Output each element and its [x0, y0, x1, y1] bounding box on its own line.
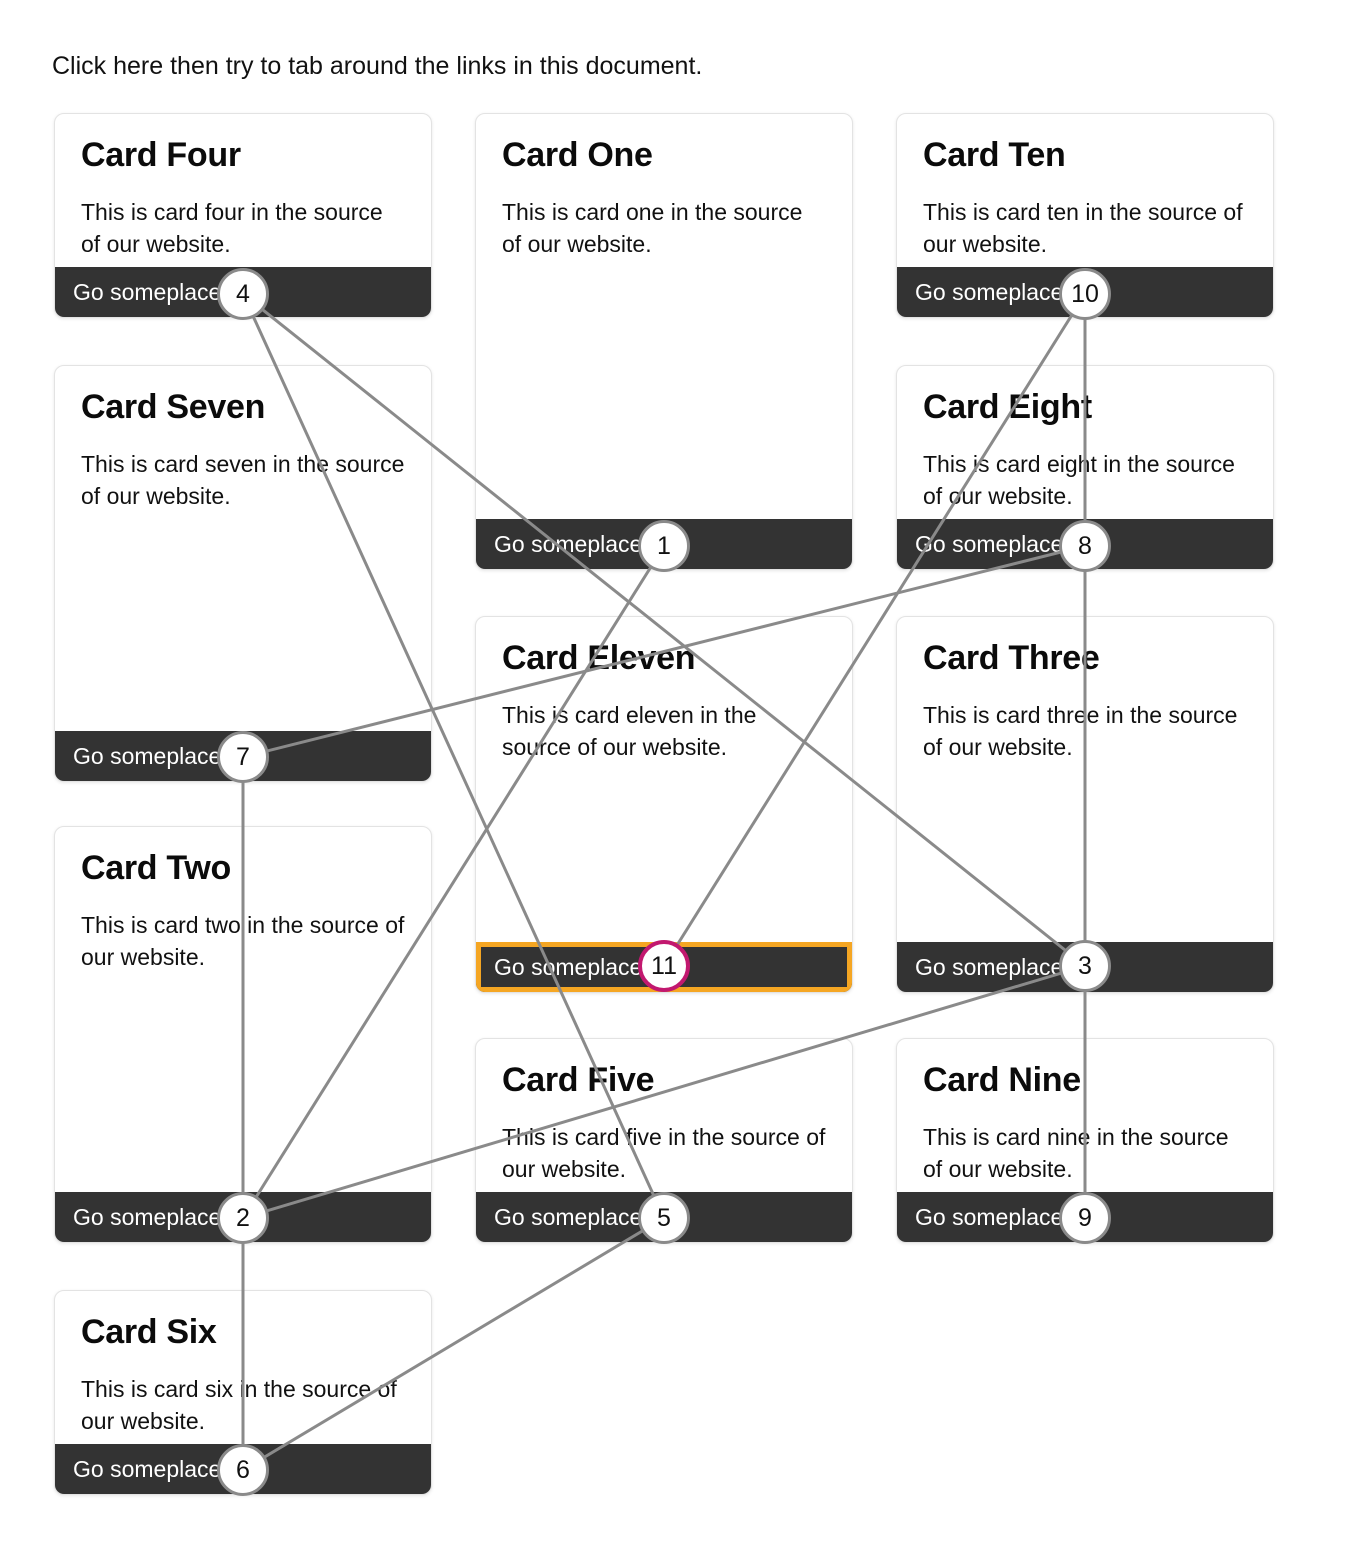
card-title: Card Four [81, 136, 241, 174]
go-someplace-link[interactable]: Go someplace [73, 1203, 222, 1230]
card-body-text: This is card ten in the source of our we… [923, 199, 1243, 257]
tab-order-badge: 3 [1059, 940, 1111, 992]
card-title: Card Seven [81, 388, 266, 426]
tab-order-badge: 5 [638, 1192, 690, 1244]
tab-order-badge: 9 [1059, 1192, 1111, 1244]
card-body-text: This is card four in the source of our w… [81, 199, 383, 257]
tab-order-badge: 4 [217, 268, 269, 320]
tab-order-badge: 11 [638, 940, 690, 992]
card-title: Card One [502, 136, 653, 174]
card-title: Card Ten [923, 136, 1066, 174]
card-body-text: This is card one in the source of our we… [502, 199, 803, 257]
go-someplace-link[interactable]: Go someplace [73, 742, 222, 769]
go-someplace-link[interactable]: Go someplace [73, 1455, 222, 1482]
tab-order-badge: 7 [217, 731, 269, 783]
tab-order-badge: 10 [1059, 268, 1111, 320]
tab-order-badge: 8 [1059, 520, 1111, 572]
tab-order-badge: 1 [638, 520, 690, 572]
go-someplace-link[interactable]: Go someplace [73, 278, 222, 305]
tab-order-badge: 6 [217, 1444, 269, 1496]
tab-order-badge: 2 [217, 1192, 269, 1244]
page-intro-text: Click here then try to tab around the li… [52, 52, 703, 80]
card-title: Card Six [81, 1313, 217, 1351]
card-title: Card Two [81, 849, 231, 887]
